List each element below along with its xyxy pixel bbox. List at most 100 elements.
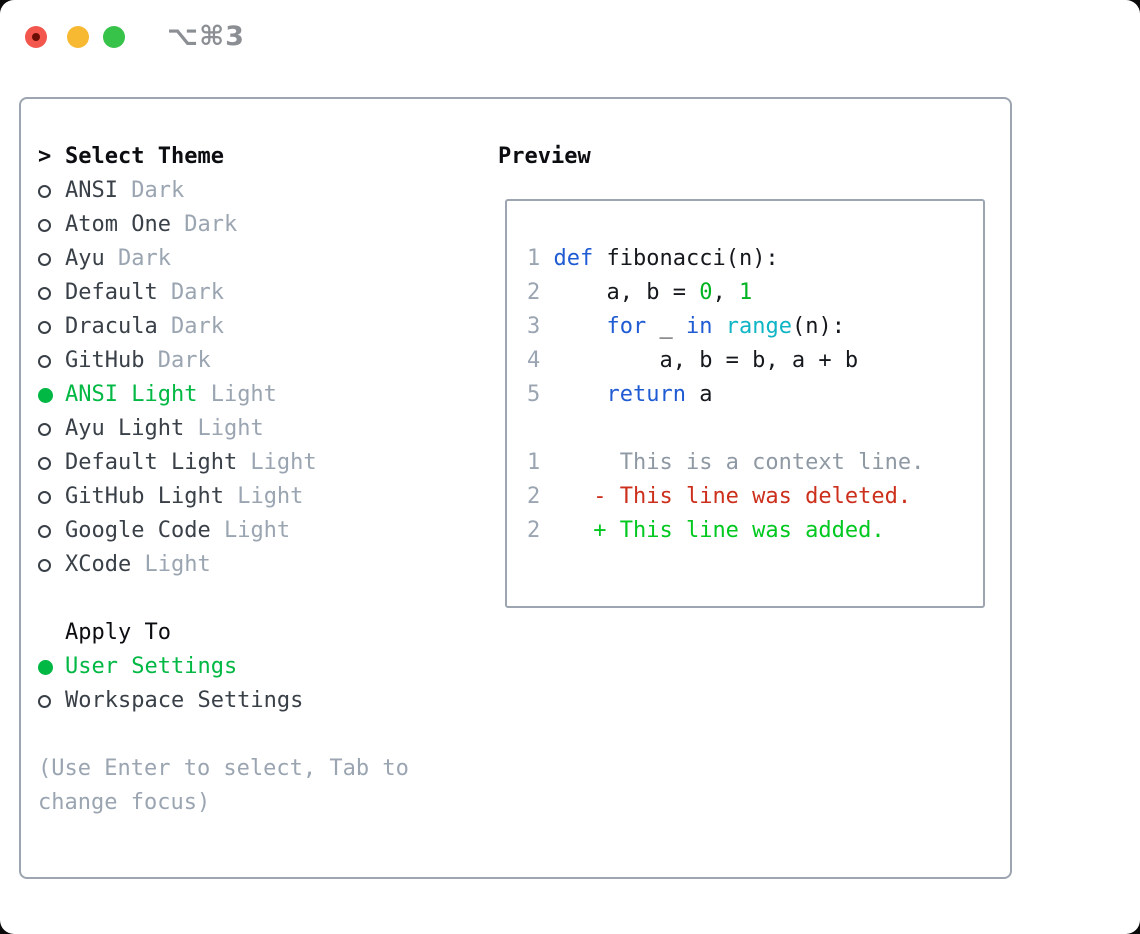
select-theme-header: > Select Theme bbox=[38, 140, 488, 174]
code-token: This is a context line. bbox=[553, 450, 925, 475]
theme-name: XCode bbox=[65, 552, 132, 577]
theme-option-atom-one[interactable]: Atom One Dark bbox=[38, 208, 488, 242]
help-line-2: change focus) bbox=[38, 790, 211, 815]
code-token: a bbox=[685, 382, 713, 407]
code-token bbox=[554, 314, 607, 339]
code-token bbox=[554, 382, 607, 407]
radio-selected-icon bbox=[38, 387, 65, 403]
theme-name: Default Light bbox=[65, 450, 238, 475]
theme-name: Dracula bbox=[65, 314, 158, 339]
radio-icon bbox=[38, 524, 65, 538]
code-line: 5 return a bbox=[527, 378, 983, 412]
radio-icon bbox=[38, 286, 65, 300]
theme-name: ANSI bbox=[65, 178, 118, 203]
theme-variant-badge: Light bbox=[210, 518, 291, 543]
window-title: ⌥⌘3 bbox=[167, 21, 245, 52]
theme-name: Google Code bbox=[65, 518, 211, 543]
radio-icon bbox=[38, 218, 65, 232]
theme-variant-badge: Light bbox=[184, 416, 264, 441]
theme-option-ayu-light[interactable]: Ayu Light Light bbox=[38, 412, 488, 446]
prompt-caret-icon: > bbox=[38, 144, 52, 169]
radio-icon bbox=[38, 490, 65, 504]
theme-name: Default bbox=[65, 280, 158, 305]
apply-option-workspace-settings[interactable]: Workspace Settings bbox=[38, 684, 488, 718]
theme-option-github[interactable]: GitHub Dark bbox=[38, 344, 488, 378]
code-token: - This line was deleted. bbox=[553, 484, 912, 509]
theme-variant-badge: Dark bbox=[170, 212, 238, 237]
theme-variant-badge: Light bbox=[237, 450, 317, 475]
line-number: 4 bbox=[527, 348, 554, 373]
theme-option-default[interactable]: Default Dark bbox=[38, 276, 488, 310]
theme-name: ANSI Light bbox=[65, 382, 198, 407]
theme-option-github-light[interactable]: GitHub Light Light bbox=[38, 480, 488, 514]
code-token bbox=[712, 314, 725, 339]
theme-option-ansi[interactable]: ANSI Dark bbox=[38, 174, 488, 208]
code-token: + This line was added. bbox=[553, 518, 885, 543]
theme-name: GitHub bbox=[65, 348, 145, 373]
code-line: 1 def fibonacci(n): bbox=[527, 242, 983, 276]
theme-variant-badge: Dark bbox=[117, 178, 185, 203]
minimize-button[interactable] bbox=[67, 26, 89, 48]
spacer bbox=[38, 582, 488, 616]
radio-icon bbox=[38, 184, 65, 198]
radio-icon bbox=[38, 422, 65, 436]
theme-variant-badge: Dark bbox=[104, 246, 171, 271]
theme-option-ayu[interactable]: Ayu Dark bbox=[38, 242, 488, 276]
code-token: _ bbox=[646, 314, 686, 339]
theme-option-google-code[interactable]: Google Code Light bbox=[38, 514, 488, 548]
titlebar: ⌥⌘3 bbox=[0, 0, 1140, 64]
radio-icon bbox=[38, 320, 65, 334]
line-number bbox=[527, 416, 554, 441]
code-token: in bbox=[685, 314, 713, 339]
maximize-button[interactable] bbox=[103, 26, 125, 48]
radio-icon bbox=[38, 558, 65, 572]
code-token: def bbox=[553, 246, 594, 271]
radio-icon bbox=[38, 354, 65, 368]
code-token: range bbox=[725, 314, 792, 339]
radio-selected-icon bbox=[38, 659, 65, 675]
close-button[interactable] bbox=[25, 26, 47, 48]
code-token: fibonacci(n): bbox=[593, 246, 779, 271]
theme-name: GitHub Light bbox=[65, 484, 224, 509]
preview-title: Preview bbox=[498, 144, 591, 169]
code-token: 0 bbox=[699, 280, 713, 305]
code-token: for bbox=[606, 314, 647, 339]
code-token: , bbox=[712, 280, 739, 305]
code-line: 3 for _ in range(n): bbox=[527, 310, 983, 344]
spacer bbox=[38, 718, 488, 752]
line-number: 5 bbox=[527, 382, 554, 407]
apply-to-title: Apply To bbox=[65, 620, 171, 645]
code-line: 4 a, b = b, a + b bbox=[527, 344, 983, 378]
theme-name: Atom One bbox=[65, 212, 171, 237]
theme-option-ansi-light[interactable]: ANSI Light Light bbox=[38, 378, 488, 412]
radio-icon bbox=[38, 694, 65, 708]
radio-icon bbox=[38, 456, 65, 470]
line-number: 1 bbox=[527, 450, 554, 475]
theme-variant-badge: Light bbox=[223, 484, 304, 509]
theme-option-dracula[interactable]: Dracula Dark bbox=[38, 310, 488, 344]
code-line: 2 - This line was deleted. bbox=[527, 480, 983, 514]
code-token: (n): bbox=[791, 314, 845, 339]
code-line: 1 This is a context line. bbox=[527, 446, 983, 480]
select-theme-title: Select Theme bbox=[65, 144, 224, 169]
apply-option-label: User Settings bbox=[65, 654, 238, 679]
theme-name: Ayu bbox=[65, 246, 105, 271]
line-number: 2 bbox=[527, 518, 554, 543]
code-token: return bbox=[606, 382, 686, 407]
theme-option-xcode[interactable]: XCode Light bbox=[38, 548, 488, 582]
line-number: 3 bbox=[527, 314, 554, 339]
apply-option-user-settings[interactable]: User Settings bbox=[38, 650, 488, 684]
line-number: 2 bbox=[527, 484, 554, 509]
theme-variant-badge: Light bbox=[131, 552, 211, 577]
theme-variant-badge: Dark bbox=[144, 348, 211, 373]
theme-option-default-light[interactable]: Default Light Light bbox=[38, 446, 488, 480]
code-token: 1 bbox=[738, 280, 753, 305]
apply-to-header: Apply To bbox=[38, 616, 488, 650]
apply-option-label: Workspace Settings bbox=[65, 688, 304, 713]
